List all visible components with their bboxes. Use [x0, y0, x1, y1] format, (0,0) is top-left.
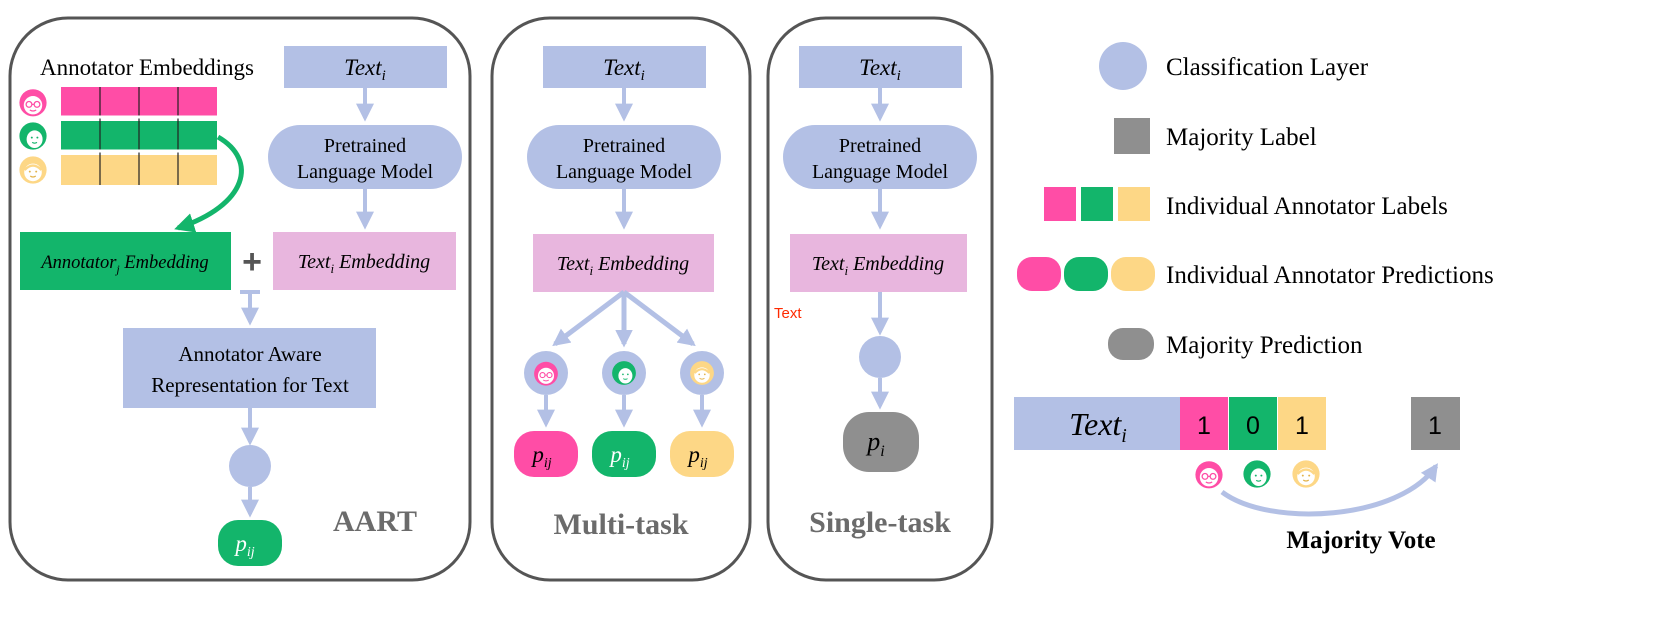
majority-vote-arrow [1220, 463, 1439, 517]
st-text-label: Texti [859, 55, 901, 84]
mt-text-label: Texti [603, 55, 645, 84]
st-text-embedding-box [790, 234, 967, 292]
annotator-aware-line2: Representation for Text [151, 373, 349, 397]
st-text-embedding-label: Texti Embedding [812, 253, 944, 278]
legend-majority-prediction: Majority Prediction [1166, 332, 1363, 359]
aart-title: AART [333, 505, 417, 538]
example-label-green [1229, 397, 1277, 450]
example-text-box [1014, 397, 1180, 450]
mt-prediction-yellow-label: pij [686, 442, 707, 471]
aart-text-label: Texti [344, 55, 386, 84]
legend-majority-prediction-swatch [1108, 328, 1154, 360]
annotator-face-green-icon [18, 121, 48, 151]
aart-prediction-pill [218, 520, 282, 566]
example-majority-value: 1 [1428, 412, 1442, 440]
st-plm-line2: Language Model [812, 161, 949, 183]
aart-text-embedding-box [273, 232, 456, 290]
legend-label-swatch-yellow [1118, 187, 1150, 221]
st-plm-line1: Pretrained [839, 135, 921, 157]
mt-prediction-pink [514, 431, 578, 477]
example-text-label: Texti [1069, 406, 1127, 447]
aart-classification-node [229, 445, 271, 487]
mt-plm-box [527, 125, 721, 189]
example-majority-label [1411, 397, 1460, 450]
legend-individual-labels: Individual Annotator Labels [1166, 193, 1448, 220]
legend-majority-label-swatch [1114, 118, 1150, 154]
aart-text-box [284, 46, 447, 88]
mt-text-box [543, 46, 706, 88]
legend-individual-predictions: Individual Annotator Predictions [1166, 262, 1494, 289]
example-face-green-icon [1242, 459, 1272, 489]
example-label-yellow [1278, 397, 1326, 450]
plus-sign: + [242, 243, 262, 281]
annotator-embedding-label: Annotatorj Embedding [39, 253, 208, 276]
example-label-yellow-value: 1 [1295, 412, 1309, 440]
legend-label-swatch-green [1081, 187, 1113, 221]
embedding-lookup-arrow [174, 134, 244, 233]
example-face-pink-icon [1194, 460, 1224, 490]
aart-text-embedding-label: Texti Embedding [298, 251, 430, 276]
singletask-title: Single-task [809, 506, 951, 539]
annotator-face-yellow-icon [18, 155, 48, 185]
aart-prediction-label: pij [233, 531, 254, 560]
example-label-green-value: 0 [1246, 412, 1260, 440]
legend-classification-layer: Classification Layer [1166, 54, 1369, 81]
st-text-box [799, 46, 962, 88]
example-face-yellow-icon [1291, 459, 1321, 489]
example-label-pink [1180, 397, 1228, 450]
legend-label-swatch-pink [1044, 187, 1076, 221]
mt-plm-line1: Pretrained [583, 135, 665, 157]
mt-face-green-icon [611, 360, 637, 386]
mt-text-embedding-label: Texti Embedding [557, 253, 689, 278]
st-classification-node [859, 336, 901, 378]
annotator-face-pink-icon [18, 88, 48, 118]
annotator-embedding-box [20, 232, 231, 290]
st-plm-box [783, 125, 977, 189]
st-majority-prediction [843, 412, 919, 472]
aart-plm-box [268, 125, 462, 189]
legend-prediction-swatch-green [1064, 257, 1108, 291]
stray-text-label: Text [774, 305, 802, 322]
annotator-aware-line1: Annotator Aware [178, 342, 321, 366]
mt-prediction-pink-label: pij [530, 442, 551, 471]
aart-plm-line2: Language Model [297, 161, 434, 183]
multitask-panel [490, 16, 752, 582]
mt-face-yellow-icon [689, 360, 715, 386]
singletask-panel [766, 16, 994, 582]
legend-prediction-swatch-yellow [1111, 257, 1155, 291]
mt-prediction-green-label: pij [608, 442, 629, 471]
annotator-embedding-rows [18, 87, 217, 185]
legend-majority-label: Majority Label [1166, 124, 1317, 151]
aart-plm-line1: Pretrained [324, 135, 406, 157]
mt-face-pink-icon [533, 361, 559, 387]
st-prediction-label: pi [865, 427, 884, 460]
annotator-embeddings-label: Annotator Embeddings [40, 55, 254, 80]
mt-text-embedding-box [533, 234, 714, 292]
mt-prediction-yellow [670, 431, 734, 477]
annotator-aware-box [123, 328, 376, 408]
multitask-title: Multi-task [554, 508, 689, 541]
mt-plm-line2: Language Model [556, 161, 693, 183]
legend-classification-layer-swatch [1099, 42, 1147, 90]
mt-prediction-green [592, 431, 656, 477]
example-label-pink-value: 1 [1197, 412, 1211, 440]
aart-panel [8, 16, 472, 582]
majority-vote-caption: Majority Vote [1286, 527, 1435, 554]
legend-prediction-swatch-pink [1017, 257, 1061, 291]
